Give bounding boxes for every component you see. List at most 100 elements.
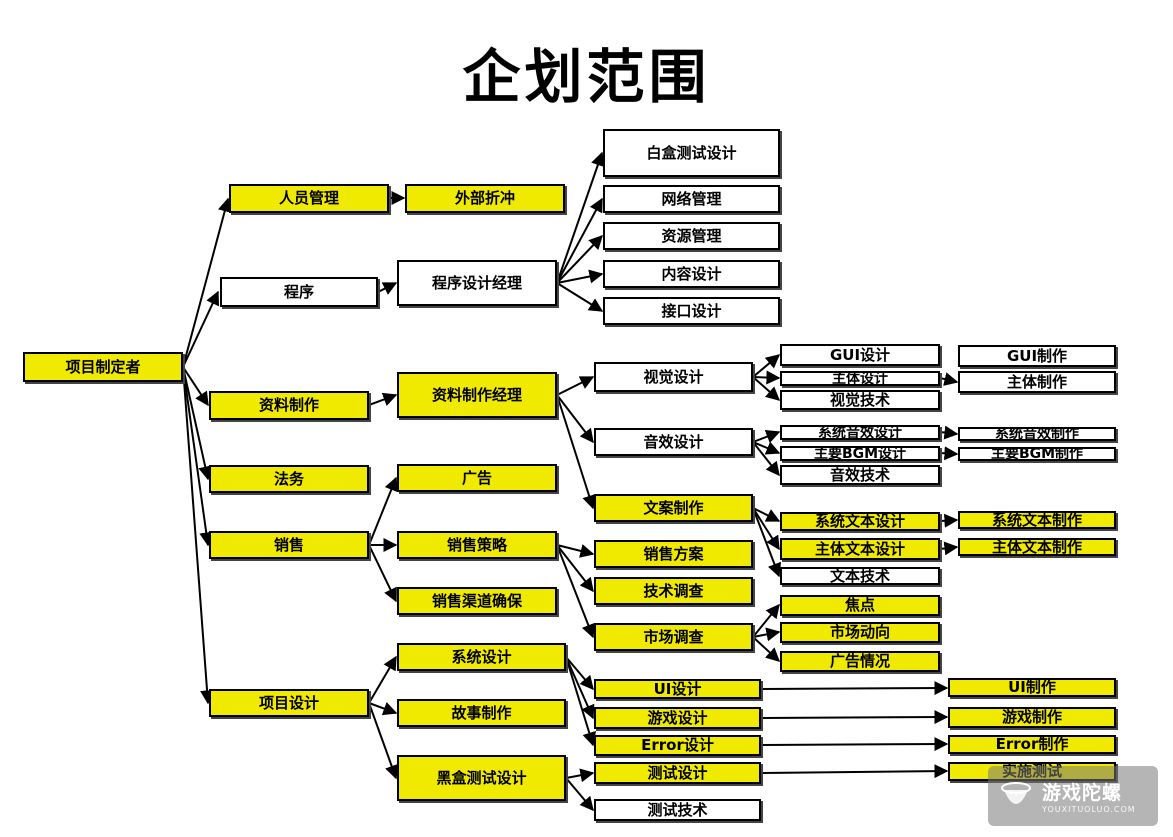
node-cs-sj: 测试设计 xyxy=(594,762,761,784)
connector-arrow xyxy=(556,269,604,284)
connector-arrow xyxy=(752,429,781,444)
connector-arrow xyxy=(182,366,213,481)
node-gui-sj: GUI设计 xyxy=(780,344,940,366)
node-cxjl: 程序设计经理 xyxy=(397,260,557,306)
connector-arrow xyxy=(182,366,215,705)
connector-arrow xyxy=(939,425,959,440)
node-xsqd: 销售渠道确保 xyxy=(397,587,557,615)
connector-arrow xyxy=(565,777,594,812)
node-err-zz: Error制作 xyxy=(948,735,1116,754)
node-zhuti-sj: 主体设计 xyxy=(780,371,940,386)
node-wenan: 文案制作 xyxy=(594,494,753,522)
connector-arrow xyxy=(565,768,595,783)
node-ztwb-zz: 主体文本制作 xyxy=(958,538,1116,556)
connector-arrow xyxy=(556,234,603,284)
node-xiaoshou: 销售 xyxy=(209,531,369,559)
connector-arrow xyxy=(368,544,397,603)
connector-arrow xyxy=(752,507,782,578)
page-title: 企划范围 xyxy=(462,43,711,111)
connector-arrow xyxy=(760,681,949,696)
connector-arrow xyxy=(565,656,595,720)
node-renyuan: 人员管理 xyxy=(229,184,389,213)
connector-arrow xyxy=(182,197,232,368)
node-neirong: 内容设计 xyxy=(603,260,780,288)
watermark-name: 游戏陀螺 xyxy=(1042,782,1123,804)
node-gui-zz: GUI制作 xyxy=(958,345,1116,367)
connector-arrow xyxy=(760,737,949,752)
node-yx-zz: 游戏制作 xyxy=(948,707,1116,728)
connector-arrow xyxy=(939,513,959,528)
connector-arrow xyxy=(752,507,781,522)
watermark-url: YOUXITUOLUO.COM xyxy=(1042,805,1136,814)
connector-arrow xyxy=(752,636,781,662)
connector-arrow xyxy=(752,441,780,477)
node-yxjs: 音效技术 xyxy=(780,465,940,485)
node-xtyx-sj: 系统音效设计 xyxy=(780,425,940,440)
node-err-sj: Error设计 xyxy=(594,735,761,756)
connector-arrow xyxy=(377,282,398,295)
node-xtwb-sj: 系统文本设计 xyxy=(780,512,940,531)
node-waibu: 外部折冲 xyxy=(405,184,565,213)
node-bgm-sj: 主要BGM设计 xyxy=(780,446,940,461)
connector-arrow xyxy=(760,764,949,779)
node-bgm-zz: 主要BGM制作 xyxy=(958,447,1116,461)
node-baihe: 白盒测试设计 xyxy=(603,129,780,177)
connector-arrow xyxy=(565,656,596,747)
connector-arrow xyxy=(752,507,780,551)
node-zhuti-zz: 主体制作 xyxy=(958,371,1116,393)
node-jiekou: 接口设计 xyxy=(603,297,780,325)
node-jiaodian: 焦点 xyxy=(780,595,940,616)
node-xscl: 销售策略 xyxy=(397,531,557,559)
node-xtwb-zz: 系统文本制作 xyxy=(958,511,1116,529)
node-gszz: 故事制作 xyxy=(397,699,566,727)
node-hhcs: 黑盒测试设计 xyxy=(397,755,566,801)
node-xtsj: 系统设计 xyxy=(397,643,566,671)
node-wangluo: 网络管理 xyxy=(603,185,780,213)
connector-arrow xyxy=(556,544,595,558)
connector-arrow xyxy=(556,394,594,444)
connector-arrow xyxy=(182,366,209,407)
node-guanggao: 广告 xyxy=(397,464,557,492)
connector-arrow xyxy=(182,366,214,547)
node-zljl: 资料制作经理 xyxy=(397,372,557,418)
connector-arrow xyxy=(368,702,399,780)
connector-arrow xyxy=(939,372,959,386)
node-scdc: 市场调查 xyxy=(594,623,753,651)
connector-arrow xyxy=(556,376,595,396)
spinning-top-icon xyxy=(1001,782,1031,804)
connector-arrow xyxy=(752,376,781,401)
connector-arrow xyxy=(752,441,781,455)
connector-arrow xyxy=(939,446,959,461)
node-ggqk: 广告情况 xyxy=(780,651,940,672)
connector-arrow xyxy=(752,603,780,638)
node-wbjs: 文本技术 xyxy=(780,567,940,585)
node-csjs: 测试技术 xyxy=(594,799,761,821)
node-jsdc: 技术调查 xyxy=(594,577,753,605)
node-ztwb-sj: 主体文本设计 xyxy=(780,538,940,560)
node-ziyuan: 资源管理 xyxy=(603,222,780,250)
connector-arrow xyxy=(368,655,397,704)
connector-arrow xyxy=(556,151,605,284)
connector-arrow xyxy=(752,370,781,385)
connector-arrow xyxy=(565,656,594,691)
connector-arrow xyxy=(368,476,398,546)
connector-arrow xyxy=(556,394,596,510)
connector-arrow xyxy=(752,354,781,378)
node-ui-zz: UI制作 xyxy=(948,678,1116,697)
connector-arrow xyxy=(556,544,595,639)
connector-arrow xyxy=(760,710,949,725)
connector-arrow xyxy=(556,544,594,593)
node-xtyx-zz: 系统音效制作 xyxy=(958,427,1116,441)
node-xmsj: 项目设计 xyxy=(209,689,369,717)
node-ziliao: 资料制作 xyxy=(209,391,369,420)
node-chengxu: 程序 xyxy=(220,277,378,307)
node-sjjs: 视觉技术 xyxy=(780,390,940,410)
connector-arrow xyxy=(556,197,603,284)
node-fawu: 法务 xyxy=(209,465,369,493)
node-xsfa: 销售方案 xyxy=(594,540,753,568)
connector-arrow xyxy=(939,541,959,556)
node-yx-sj: 游戏设计 xyxy=(594,707,761,729)
connector-arrow xyxy=(556,282,604,312)
connector-arrow xyxy=(368,702,398,716)
